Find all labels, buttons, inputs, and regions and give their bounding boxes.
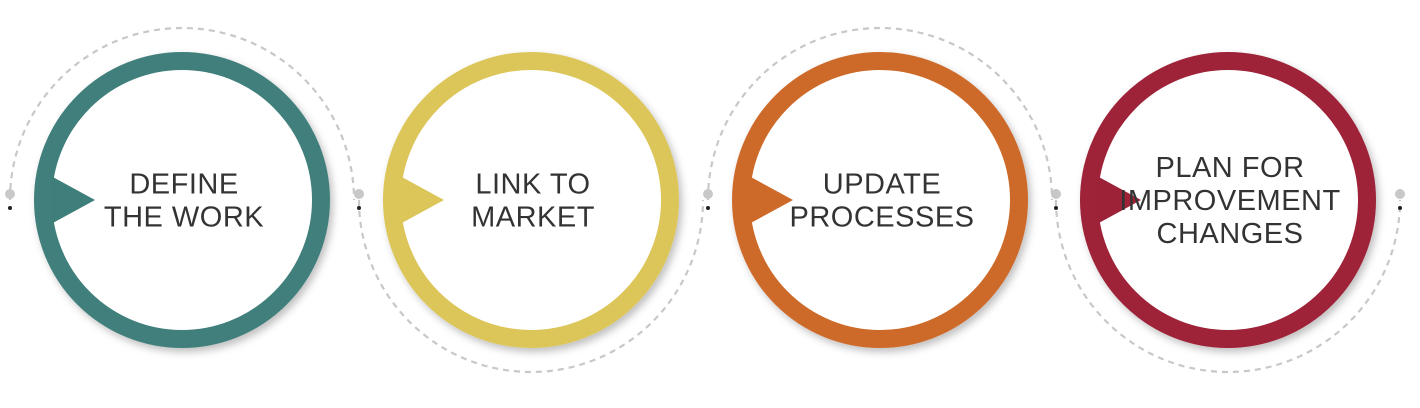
connector-marker [1054, 206, 1058, 210]
connector-marker [706, 206, 710, 210]
step-arrow [51, 176, 95, 224]
connector-marker [357, 206, 361, 210]
step-ring [34, 52, 330, 348]
dashed-connector-arc [357, 199, 705, 374]
step-arrow [749, 176, 793, 224]
step-label: THE WORK [104, 202, 264, 234]
connector-marker [1398, 206, 1402, 210]
dashed-connector-arc [8, 26, 356, 201]
dashed-connector-arc [1054, 199, 1402, 374]
step-label: IMPROVEMENT [1119, 185, 1340, 217]
connector-dot [5, 189, 15, 199]
connector-dot [354, 189, 364, 199]
step-label: DEFINE [129, 169, 238, 201]
step-label: PROCESSES [790, 202, 975, 234]
step-ring [1080, 52, 1376, 348]
step-label: PLAN FOR [1155, 152, 1304, 184]
connector-dot [703, 189, 713, 199]
connector-dot [1395, 189, 1405, 199]
dashed-connectors [5, 26, 1405, 374]
connector-marker [8, 206, 12, 210]
step-label: UPDATE [823, 169, 941, 201]
step-label: MARKET [471, 202, 595, 234]
step-label: CHANGES [1157, 218, 1304, 250]
connector-dot [1051, 189, 1061, 199]
step-ring [732, 52, 1028, 348]
step-arrow [1097, 176, 1141, 224]
step-ring [383, 52, 679, 348]
step-arrow [400, 176, 444, 224]
step-label: LINK TO [475, 169, 590, 201]
dashed-connector-arc [706, 26, 1054, 201]
